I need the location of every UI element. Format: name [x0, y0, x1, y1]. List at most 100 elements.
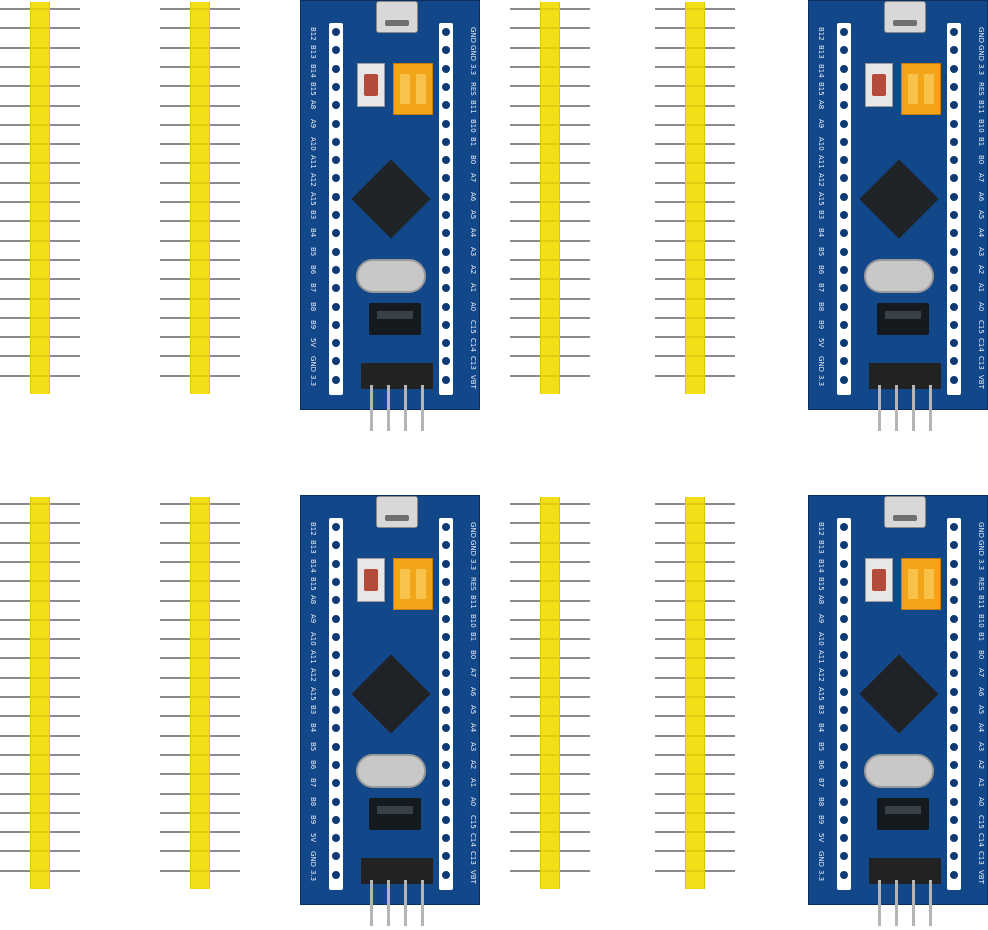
pin-label-right: GND	[977, 540, 985, 557]
pin-header-strip	[510, 497, 590, 889]
header-pin	[655, 104, 735, 107]
boot-jumper-block	[901, 63, 941, 115]
pin-label-left: B6	[309, 759, 317, 770]
pin-label-right: VBT	[469, 869, 477, 884]
header-pin	[655, 46, 735, 49]
header-pin	[0, 541, 80, 544]
pin-label-left: B3	[309, 210, 317, 220]
pin-label-left: B14	[817, 63, 825, 78]
header-pin	[0, 336, 80, 339]
pin-label-left: B12	[817, 27, 825, 41]
pin-hole	[950, 265, 958, 274]
header-pin	[655, 792, 735, 795]
header-pin	[655, 143, 735, 146]
header-pin	[510, 374, 590, 377]
header-pin	[655, 8, 735, 10]
pin-label-left: GND	[817, 851, 825, 868]
pin-label-left: B15	[309, 576, 317, 591]
pin-hole	[442, 706, 450, 714]
reset-button	[357, 558, 385, 602]
pin-label-right: C14	[977, 338, 985, 352]
header-pin	[655, 278, 735, 281]
swd-header-leg	[912, 385, 915, 431]
header-pin	[510, 239, 590, 242]
pin-hole	[950, 320, 958, 329]
pin-label-right: RES	[977, 81, 985, 96]
pin-hole	[332, 559, 340, 568]
header-plastic-bar	[685, 497, 705, 889]
header-pin	[655, 27, 735, 30]
header-pin	[510, 123, 590, 126]
header-pin	[655, 676, 735, 679]
pin-label-left: B14	[309, 63, 317, 78]
pin-hole	[840, 357, 848, 366]
pin-hole	[442, 28, 450, 36]
pin-hole	[332, 706, 340, 714]
pin-label-left: B9	[817, 319, 825, 330]
pin-hole	[332, 852, 340, 861]
pin-label-right: A4	[469, 228, 477, 238]
pin-hole	[950, 357, 958, 366]
pin-hole	[332, 724, 340, 733]
pin-hole	[442, 541, 450, 550]
pin-label-right: B1	[469, 631, 477, 642]
voltage-regulator	[877, 303, 929, 335]
pin-label-right: B0	[469, 155, 477, 165]
pin-label-left: B5	[817, 741, 825, 751]
pin-hole	[442, 523, 450, 531]
header-pin	[510, 734, 590, 737]
header-plastic-bar	[540, 497, 560, 889]
swd-header-leg	[387, 385, 390, 431]
pin-hole	[950, 541, 958, 550]
header-pin	[510, 580, 590, 583]
pin-label-left: B9	[817, 814, 825, 825]
pin-hole	[840, 742, 848, 751]
pin-label-right: A5	[469, 210, 477, 220]
header-pin	[0, 201, 80, 203]
pin-label-right: GND	[977, 45, 985, 62]
pin-hole	[332, 137, 340, 146]
header-pin	[655, 560, 735, 563]
header-pin	[510, 850, 590, 853]
header-pin	[510, 297, 590, 300]
pin-hole	[332, 742, 340, 751]
pin-hole	[332, 375, 340, 384]
header-pin	[0, 734, 80, 737]
pin-hole-rail	[947, 23, 961, 395]
pin-hole	[442, 760, 450, 769]
pin-header-strip	[510, 2, 590, 394]
pin-label-left: A8	[817, 100, 825, 110]
pin-hole	[442, 779, 450, 788]
pin-label-left: GND	[817, 356, 825, 373]
pin-hole	[332, 247, 340, 256]
header-pin	[160, 258, 240, 261]
pin-hole	[840, 815, 848, 824]
header-pin	[655, 336, 735, 339]
header-pin	[0, 638, 80, 641]
header-pin	[510, 316, 590, 319]
swd-header-leg	[370, 385, 373, 431]
pin-label-left: B6	[817, 759, 825, 770]
pin-label-right: A0	[469, 301, 477, 311]
pin-label-right: A4	[469, 723, 477, 733]
header-pin	[655, 618, 735, 621]
crystal-oscillator	[864, 259, 934, 293]
pin-label-right: A5	[469, 705, 477, 715]
pin-label-right: A0	[977, 301, 985, 311]
pin-hole	[442, 614, 450, 623]
header-pin	[510, 831, 590, 834]
header-pin	[510, 522, 590, 525]
header-pin	[655, 541, 735, 544]
header-pin	[655, 773, 735, 776]
pin-header-strip	[655, 2, 735, 394]
mcu-chip-body	[351, 654, 431, 734]
header-pin	[160, 278, 240, 281]
header-pin	[510, 143, 590, 146]
pin-hole	[950, 742, 958, 751]
micro-usb-connector	[376, 496, 418, 528]
pin-label-left: B12	[309, 522, 317, 536]
pin-hole	[332, 284, 340, 293]
mcu-chip	[859, 654, 939, 734]
voltage-regulator	[369, 798, 421, 830]
